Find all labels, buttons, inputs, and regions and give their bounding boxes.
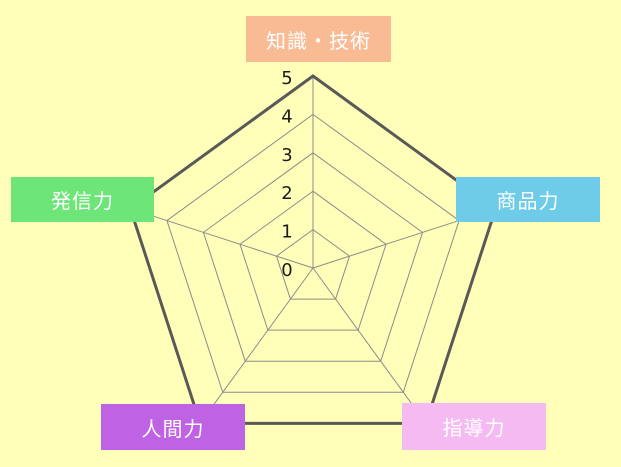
tick-label: 0 xyxy=(281,260,292,281)
tick-label: 5 xyxy=(281,68,292,89)
axis-spoke xyxy=(130,208,314,269)
grid-ring xyxy=(202,152,424,362)
tick-label: 2 xyxy=(281,183,292,204)
axis-label-product-power: 商品力 xyxy=(456,177,600,222)
axis-label-communication: 発信力 xyxy=(11,177,154,222)
grid-ring xyxy=(239,190,387,331)
axis-label-knowledge-skill: 知識・技術 xyxy=(246,16,391,62)
axis-spoke xyxy=(312,267,427,424)
grid-ring xyxy=(275,228,351,300)
tick-label: 1 xyxy=(281,222,292,243)
tick-label: 3 xyxy=(281,145,292,166)
grid-ring xyxy=(166,113,460,393)
axis-label-human-power: 人間力 xyxy=(101,404,245,450)
tick-label: 4 xyxy=(281,106,292,127)
axis-label-leadership: 指導力 xyxy=(402,403,546,450)
axis-spoke xyxy=(199,267,314,424)
